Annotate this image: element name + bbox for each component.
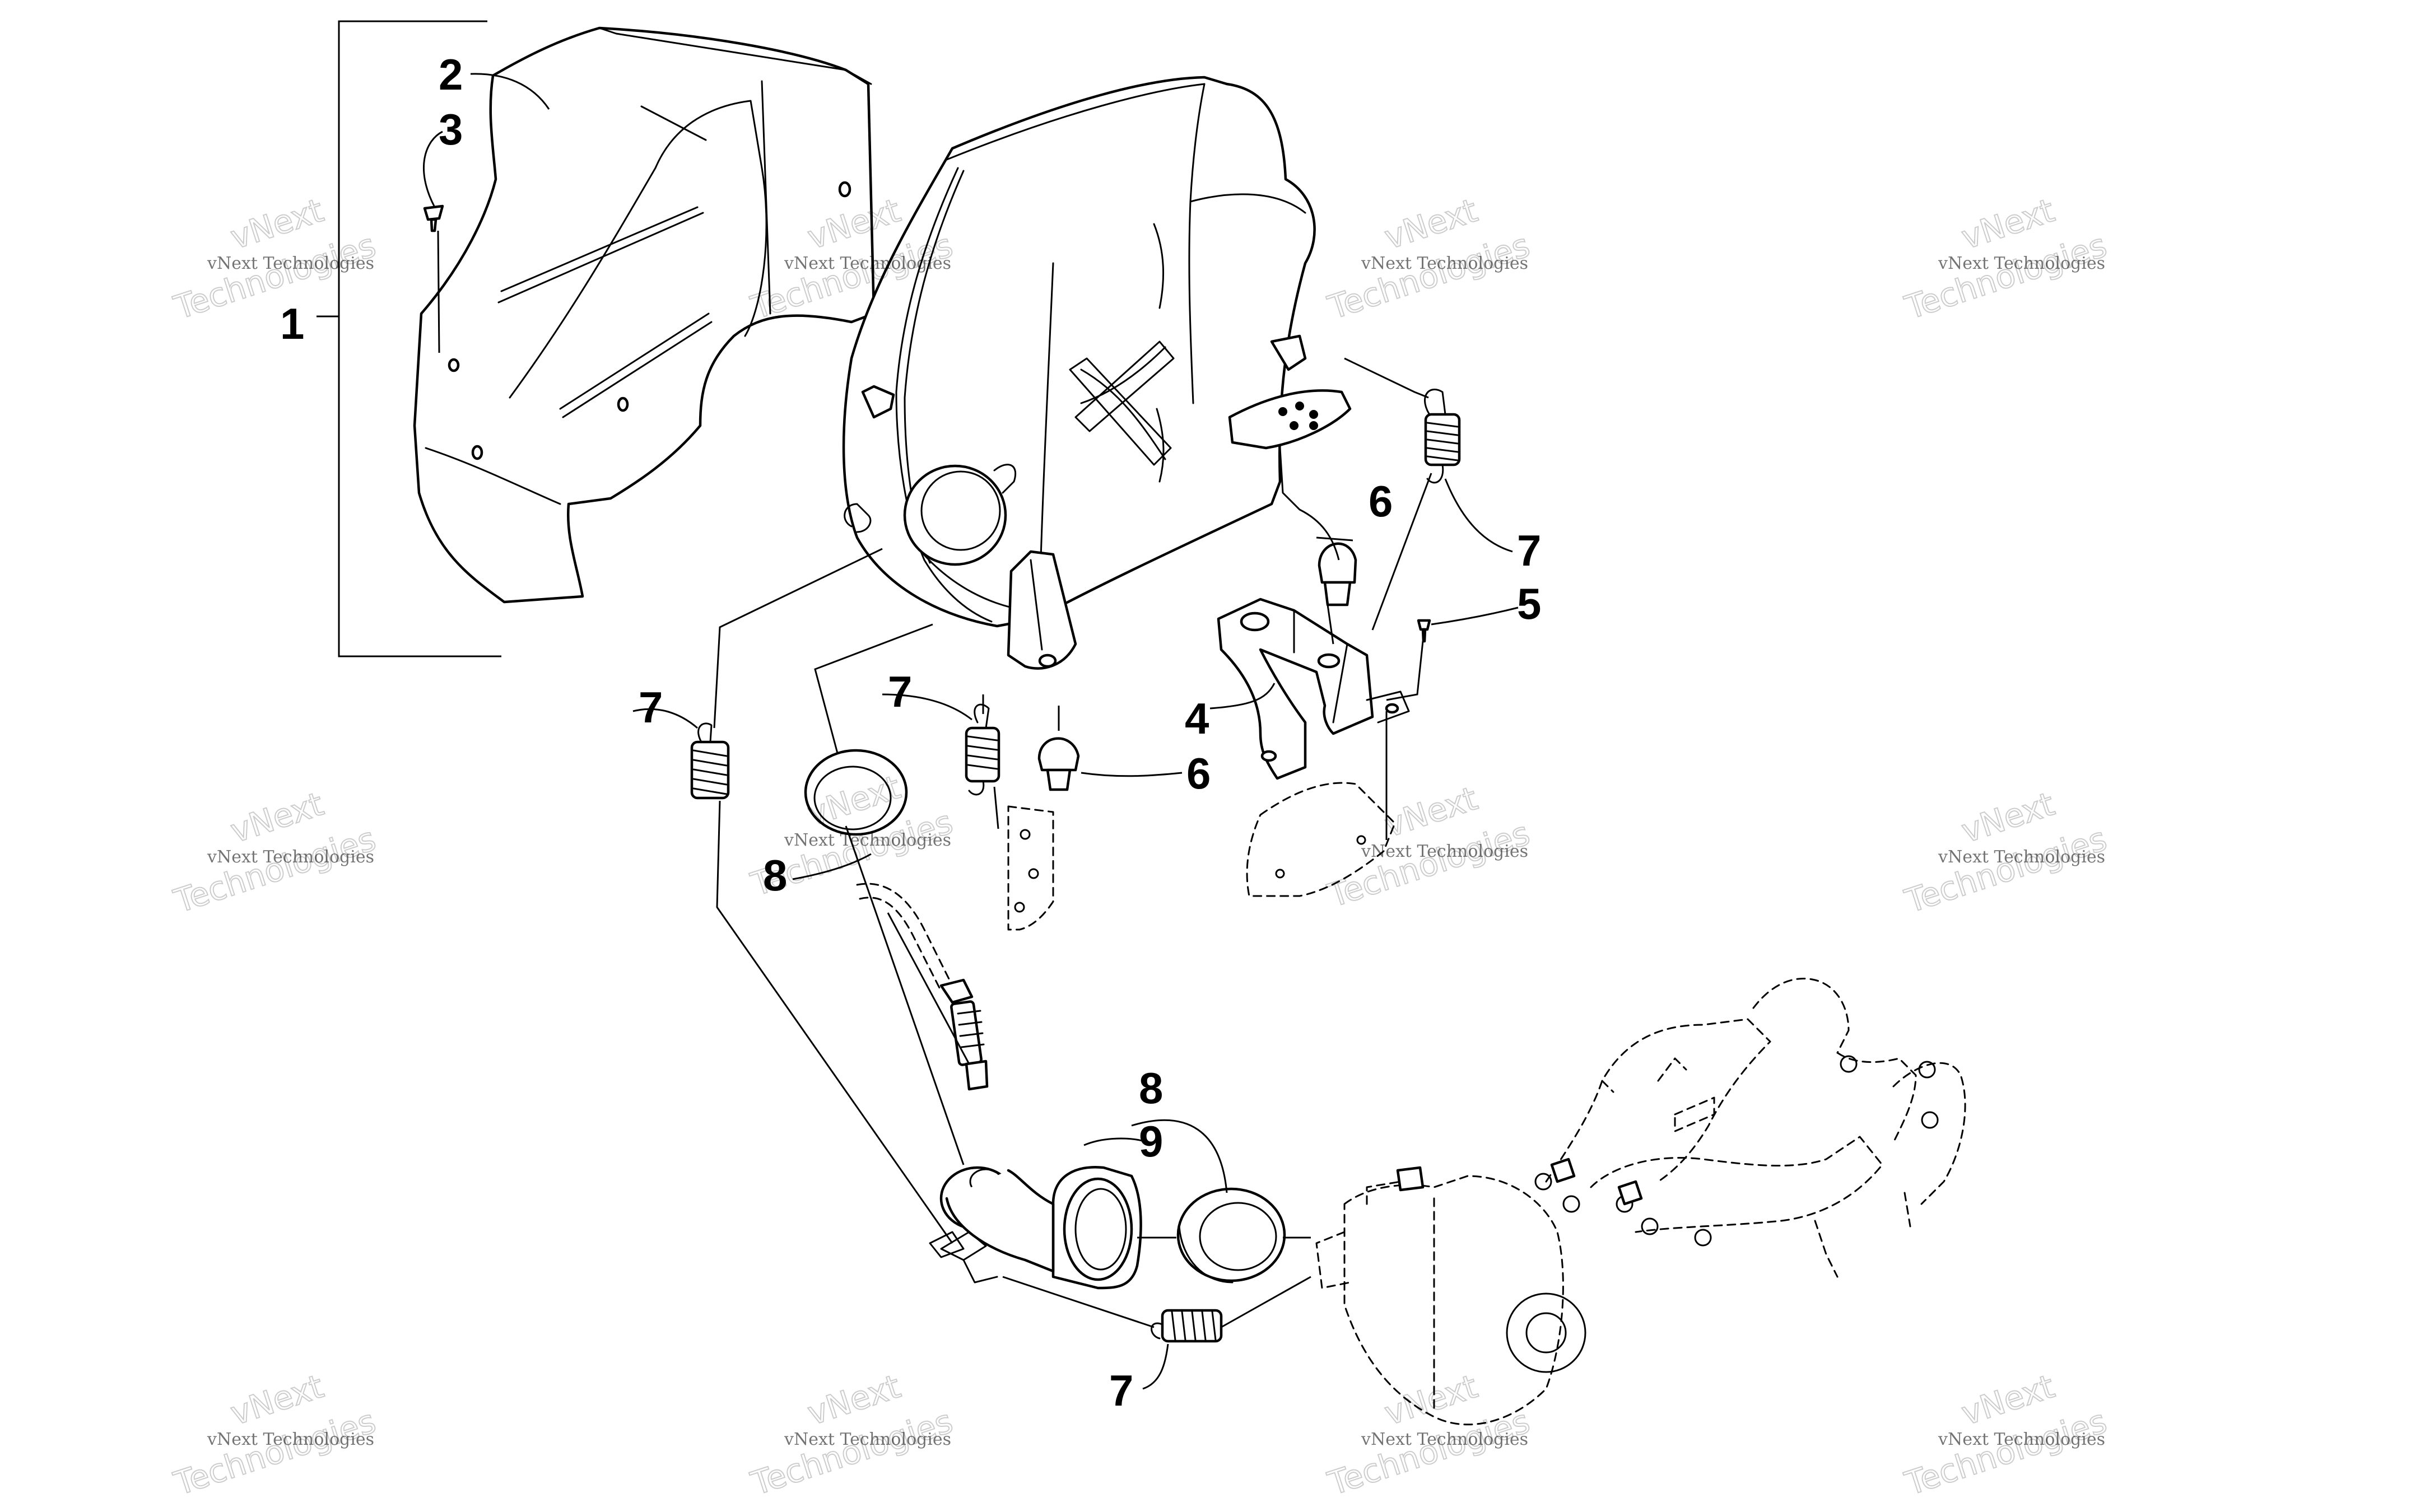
sensor-probe: [856, 883, 989, 1091]
watermark-text: vNext Technologies: [1938, 1430, 2105, 1449]
watermark-text: vNext Technologies: [207, 847, 374, 867]
watermark-text: vNext Technologies: [784, 254, 951, 273]
callout-8-lower: 8: [1139, 1063, 1163, 1113]
watermark-text: vNext Technologies: [207, 1430, 374, 1449]
watermark-text: vNext Technologies: [1361, 842, 1528, 861]
gasket-lower: [1176, 1187, 1286, 1284]
callout-6-lower: 6: [1186, 749, 1211, 798]
leader-lines: [422, 73, 1519, 1390]
spring-center: [965, 703, 1000, 796]
rivet: [1417, 619, 1431, 643]
callout-6-upper: 6: [1369, 477, 1393, 526]
callout-9: 9: [1139, 1117, 1163, 1166]
assembly-bracket: [317, 20, 501, 657]
callout-5: 5: [1517, 579, 1541, 628]
callout-4: 4: [1185, 694, 1209, 743]
rubber-bumper-lower: [1037, 737, 1080, 791]
watermark-text: vNext Technologies: [784, 830, 951, 850]
watermark-text: vNext Technologies: [207, 254, 374, 273]
reference-plate-right: [1246, 782, 1396, 897]
watermark-text: vNext Technologies: [1938, 254, 2105, 273]
engine-reference: [1315, 977, 1966, 1426]
reference-plate-left: [1007, 805, 1054, 931]
watermark-text: vNext Technologies: [1938, 847, 2105, 867]
callout-1: 1: [280, 299, 304, 348]
rubber-bumper-upper: [1318, 542, 1357, 606]
rivet-fastener: [423, 204, 444, 232]
callout-7-lower: 7: [1109, 1366, 1133, 1415]
y-pipe-coupler: [929, 1166, 1142, 1290]
muffler: [842, 76, 1352, 670]
heat-shield: [413, 26, 876, 604]
callout-labels: 1 2 3 4 5 6 6 7 7 7 7 8 8 9: [280, 50, 1541, 1415]
gasket-upper: [804, 749, 908, 836]
spring-upper-right: [1424, 389, 1461, 484]
spring-left: [690, 722, 730, 800]
watermark-text: vNext Technologies: [784, 1430, 951, 1449]
watermark-text: vNext Technologies: [1361, 254, 1528, 273]
callout-3: 3: [439, 105, 463, 154]
spring-lower: [1151, 1309, 1223, 1343]
support-bracket: [1217, 598, 1410, 780]
callout-7-upper-right: 7: [1517, 526, 1541, 575]
callout-7-center: 7: [888, 667, 912, 716]
callout-2: 2: [439, 50, 463, 99]
watermark-text: vNext Technologies: [1361, 1430, 1528, 1449]
callout-7-left: 7: [639, 683, 663, 732]
callout-8-upper: 8: [763, 851, 787, 900]
